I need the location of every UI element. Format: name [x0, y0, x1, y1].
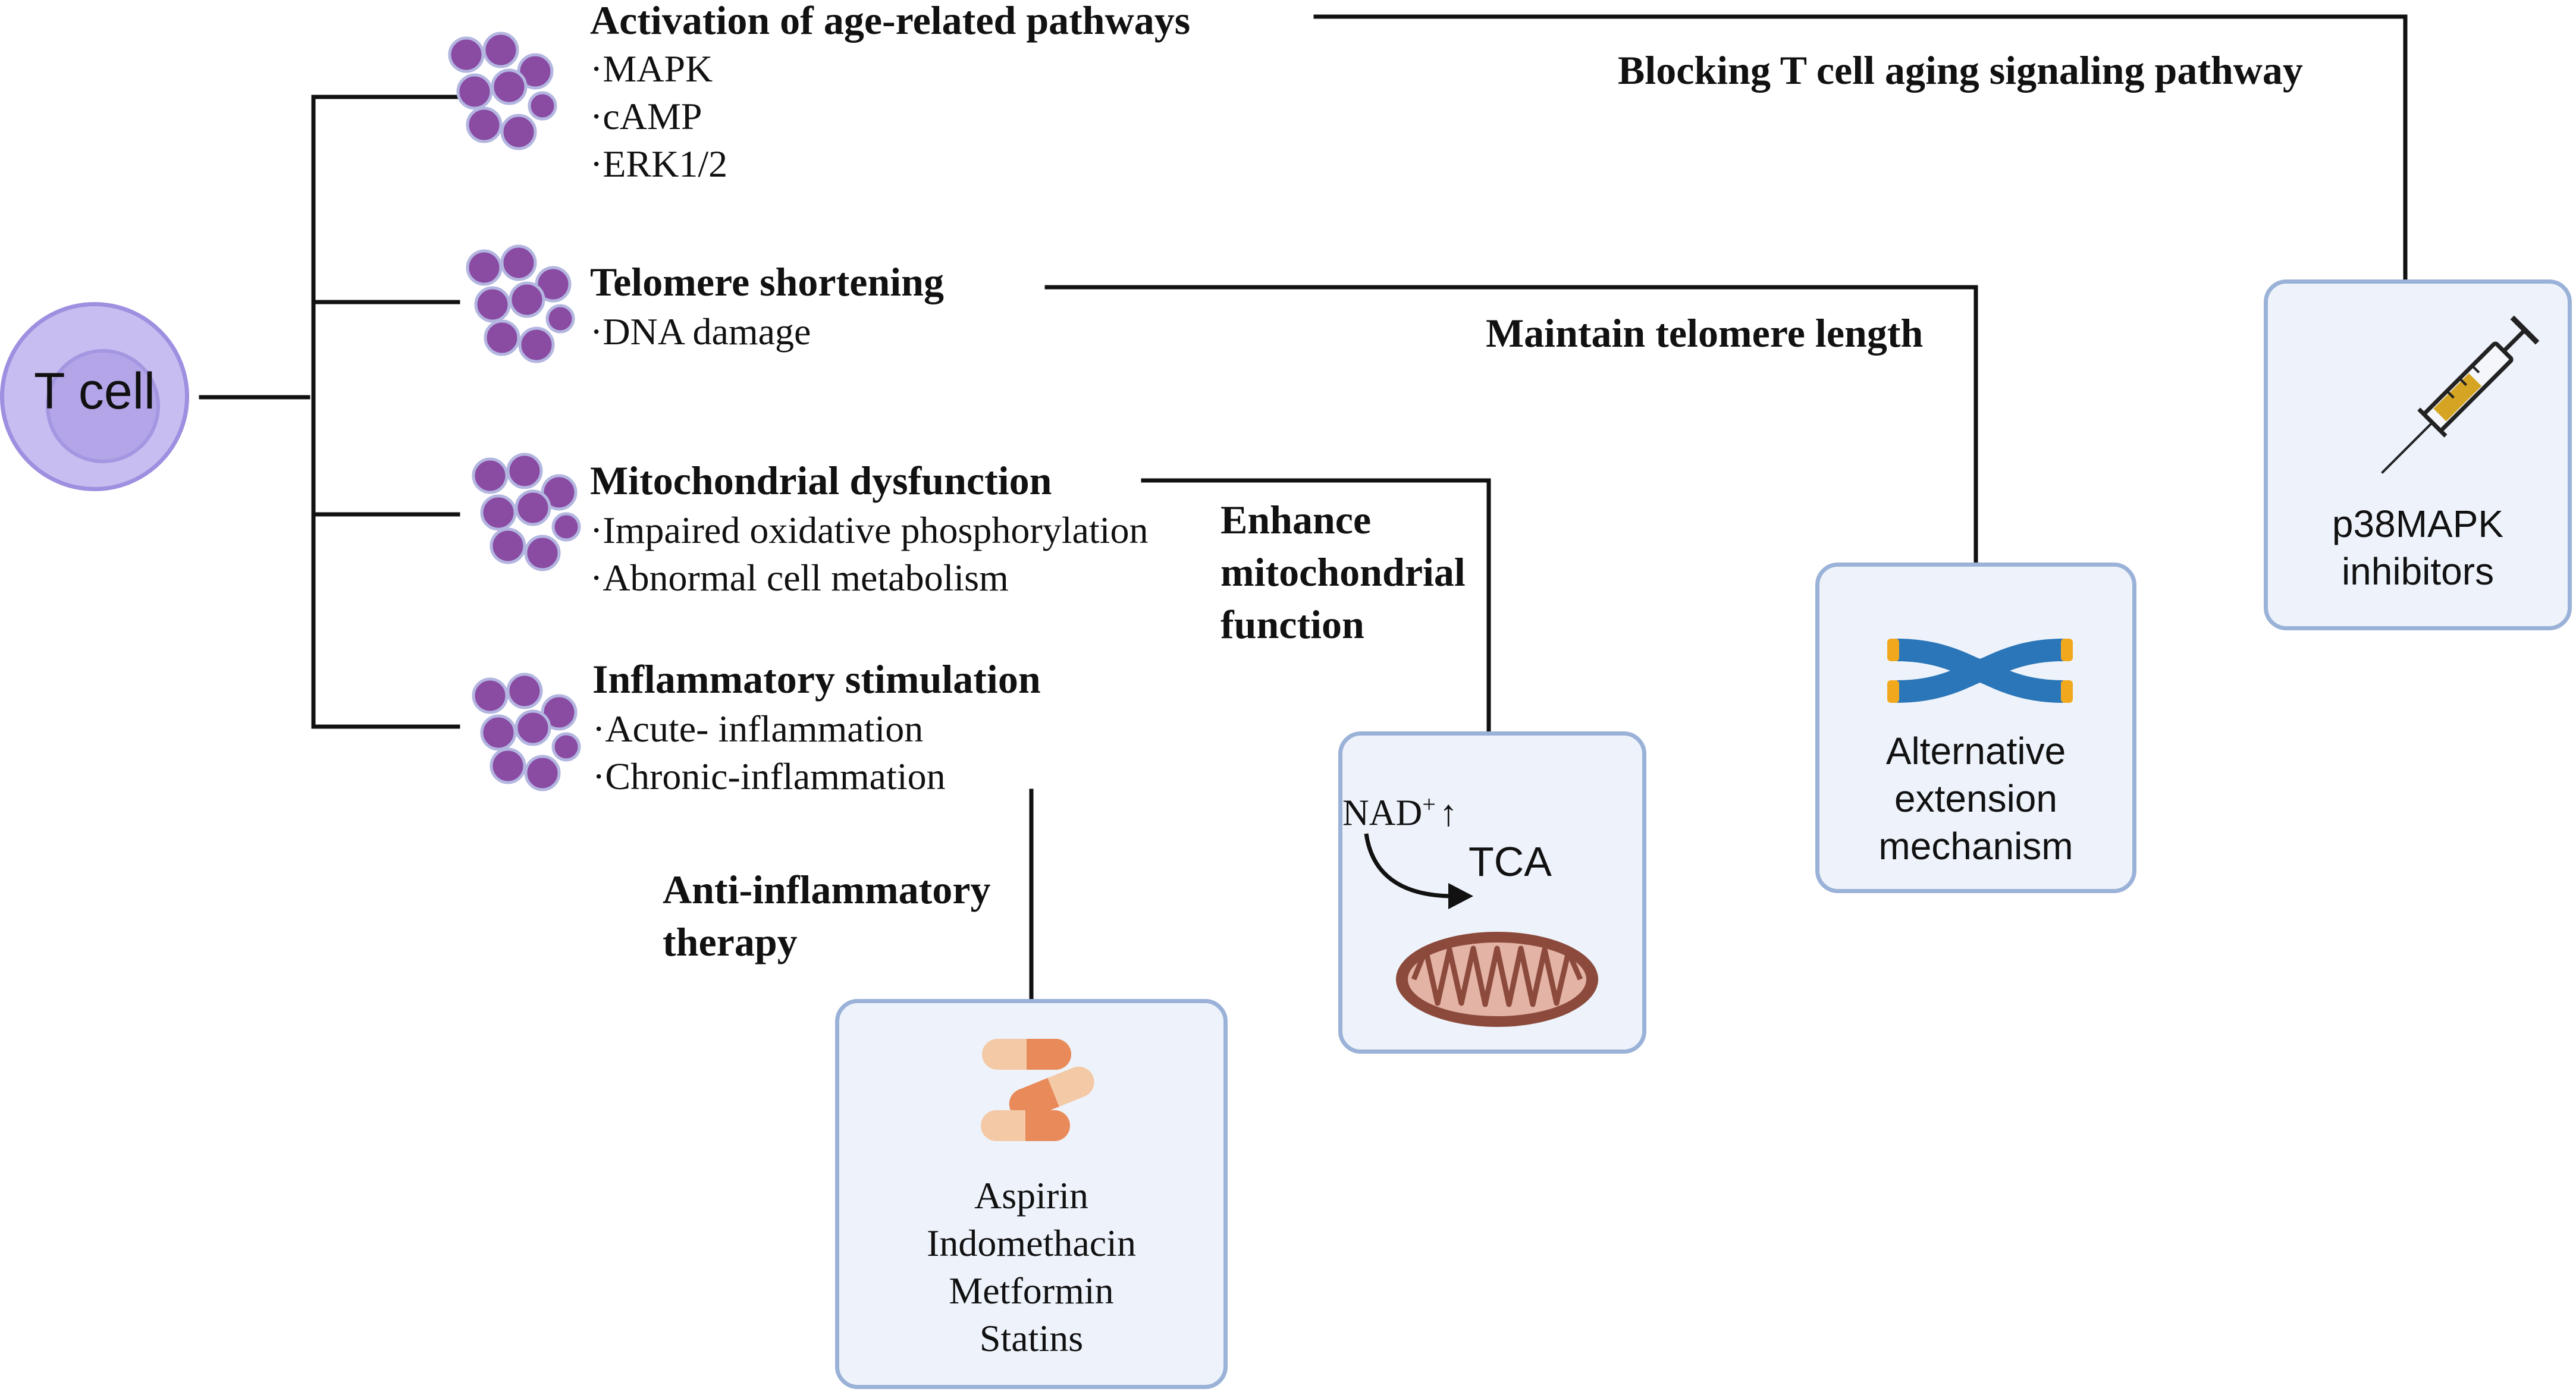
strategy-label-mito: mitochondrial: [1220, 549, 1466, 595]
drug-name: Statins: [979, 1317, 1084, 1359]
drug-name: Indomethacin: [927, 1222, 1136, 1264]
ale-line: Alternative: [1885, 730, 2066, 772]
cell-cluster-icon: [448, 32, 557, 150]
p38mapk-line: p38MAPK: [2332, 502, 2504, 545]
chromosome-icon: [1887, 639, 2073, 703]
mechanism-bullet: ·DNA damage: [590, 310, 811, 353]
mitochondrion-icon: [1396, 932, 1598, 1027]
p38mapk-line: inhibitors: [2341, 550, 2495, 593]
mechanism-title: Inflammatory stimulation: [592, 656, 1041, 702]
ale-line: extension: [1894, 777, 2057, 820]
strategy-label-telomere: Maintain telomere length: [1486, 310, 1924, 356]
nad-up-arrow: ↑: [1439, 793, 1458, 834]
drugs-box: Aspirin Indomethacin Metformin Statins: [835, 999, 1228, 1389]
strategy-label-antiinflammatory: therapy: [663, 919, 798, 964]
curved-arrow-icon: [1364, 833, 1473, 909]
syringe-icon: [2381, 315, 2540, 474]
strategy-label-mito: function: [1220, 602, 1364, 647]
cell-cluster-icon: [466, 244, 575, 363]
cell-cluster-icon: [472, 453, 581, 571]
mechanism-bullet: ·cAMP: [590, 95, 702, 137]
mechanism-bullet: ·Chronic-inflammation: [592, 755, 946, 797]
strategy-label-blocking: Blocking T cell aging signaling pathway: [1618, 48, 2303, 93]
mechanism-bullet: ·MAPK: [590, 48, 713, 90]
mechanism-bullet: ·Acute- inflammation: [592, 708, 924, 750]
t-cell-icon: [0, 302, 189, 491]
nad-label: NAD+↑: [1342, 783, 1458, 835]
drug-name: Aspirin: [974, 1174, 1088, 1217]
p38mapk-inhibitors-box: p38MAPK inhibitors: [2264, 279, 2572, 630]
mechanism-bullet: ·Abnormal cell metabolism: [590, 557, 1009, 599]
t-cell-label: T cell: [34, 363, 155, 420]
pills-icon: [981, 1039, 1094, 1141]
cell-cluster-icon: [472, 673, 581, 791]
mechanism-title: Mitochondrial dysfunction: [590, 458, 1052, 503]
mechanism-title: Telomere shortening: [590, 259, 944, 304]
nad-text: NAD: [1342, 793, 1423, 834]
strategy-label-antiinflammatory: Anti-inflammatory: [663, 867, 991, 912]
t-cell-nucleus: [46, 349, 160, 463]
ale-line: mechanism: [1878, 825, 2073, 868]
tca-label: TCA: [1469, 838, 1552, 885]
mechanism-title: Activation of age-related pathways: [590, 0, 1191, 43]
nad-superscript: +: [1422, 791, 1436, 818]
strategy-label-mito: Enhance: [1220, 497, 1372, 542]
drug-name: Metformin: [949, 1270, 1114, 1312]
mitochondria-box: NAD+↑ TCA: [1338, 731, 1646, 1054]
alternative-extension-box: Alternative extension mechanism: [1815, 563, 2136, 893]
mechanism-bullet: ·Impaired oxidative phosphorylation: [590, 509, 1149, 551]
mechanism-bullet: ·ERK1/2: [590, 143, 728, 185]
